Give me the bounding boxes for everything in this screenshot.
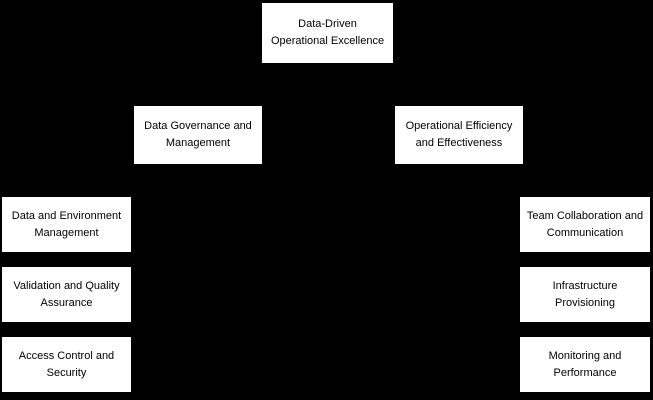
node-data-and-environment-management: Data and Environment Management [2,197,131,252]
node-validation-and-quality-assurance: Validation and Quality Assurance [2,267,131,322]
node-operational-efficiency-and-effectiveness: Operational Efficiency and Effectiveness [395,106,523,164]
node-data-governance-and-management: Data Governance and Management [134,106,262,164]
node-data-driven-operational-excellence: Data-Driven Operational Excellence [262,3,393,63]
node-infrastructure-provisioning: Infrastructure Provisioning [520,267,650,322]
node-monitoring-and-performance: Monitoring and Performance [520,337,650,392]
node-team-collaboration-and-communication: Team Collaboration and Communication [520,197,650,252]
node-access-control-and-security: Access Control and Security [2,337,131,392]
